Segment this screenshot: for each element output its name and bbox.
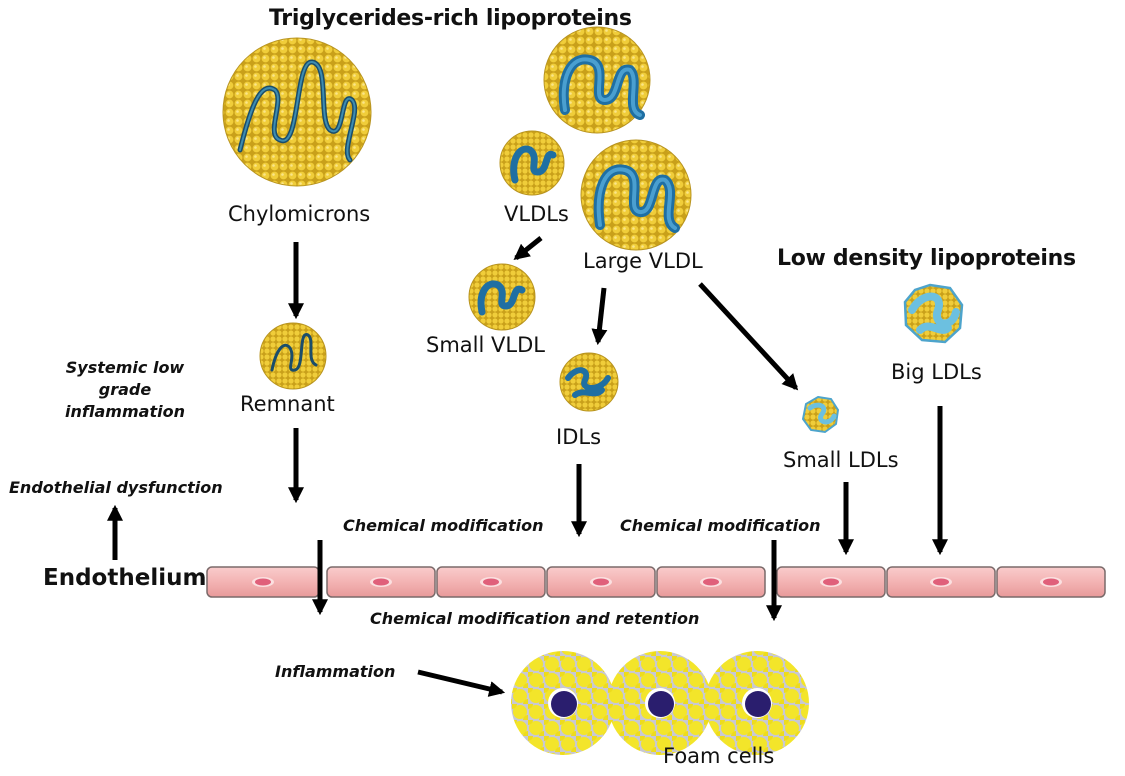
cell-nucleus [703, 578, 719, 586]
label-big-ldls: Big LDLs [891, 360, 982, 384]
large-vldl-particle [580, 139, 692, 251]
remnant-particle [259, 322, 327, 390]
endothelial-cell [886, 566, 996, 598]
arrow-vldl-to-small [513, 236, 543, 260]
vldl-particle-small [499, 130, 565, 196]
label-foam-cells: Foam cells [663, 744, 775, 768]
small-ldl-particle [801, 395, 840, 434]
cell-nucleus [1043, 578, 1059, 586]
endothelial-cell [326, 566, 436, 598]
systemic-line-2: grade [98, 380, 152, 399]
label-vldls: VLDLs [504, 202, 569, 226]
label-small-ldls: Small LDLs [783, 448, 899, 472]
label-chemical-modification-1: Chemical modification [343, 516, 544, 535]
label-idls: IDLs [556, 425, 602, 449]
label-large-vldl: Large VLDL [583, 249, 703, 273]
arrow-large-vldl-to-idl [591, 287, 608, 346]
title-triglyceride-rich: Triglycerides-rich lipoproteins [269, 6, 632, 31]
arrow-large-vldl-to-small-ldl [698, 282, 799, 391]
cell-nucleus [933, 578, 949, 586]
label-endothelial-dysfunction: Endothelial dysfunction [9, 478, 223, 497]
cell-nucleus [255, 578, 271, 586]
arrow-inflammation-to-foam [417, 669, 506, 697]
cell-nucleus [823, 578, 839, 586]
small-vldl-particle [468, 263, 536, 331]
label-endothelium: Endothelium [43, 565, 207, 591]
endothelial-cell [206, 566, 320, 598]
label-chemical-modification-2: Chemical modification [620, 516, 821, 535]
label-small-vldl: Small VLDL [426, 333, 545, 357]
endothelium-layer [206, 566, 1106, 598]
cell-nucleus [483, 578, 499, 586]
label-chylomicrons: Chylomicrons [228, 202, 371, 226]
foam-cell-1 [511, 651, 615, 755]
label-inflammation: Inflammation [275, 662, 396, 681]
systemic-line-1: Systemic low [65, 358, 185, 377]
label-systemic-inflammation: Systemic low grade inflammation [30, 358, 220, 421]
idl-particle [559, 352, 619, 412]
title-low-density: Low density lipoproteins [777, 246, 1076, 271]
cell-nucleus [593, 578, 609, 586]
cell-nucleus [373, 578, 389, 586]
endothelial-cell [436, 566, 546, 598]
foam-cell-3 [705, 651, 809, 755]
foam-cell-2 [608, 651, 712, 755]
label-remnant: Remnant [240, 392, 335, 416]
vldl-particle-top [543, 26, 651, 134]
endothelial-cell [656, 566, 766, 598]
endothelial-cell [546, 566, 656, 598]
big-ldl-particle [903, 283, 964, 344]
chylomicron-particle [222, 37, 372, 187]
label-chemical-modification-retention: Chemical modification and retention [370, 609, 700, 628]
endothelial-cell [776, 566, 886, 598]
endothelial-cell [996, 566, 1106, 598]
systemic-line-3: inflammation [65, 402, 185, 421]
